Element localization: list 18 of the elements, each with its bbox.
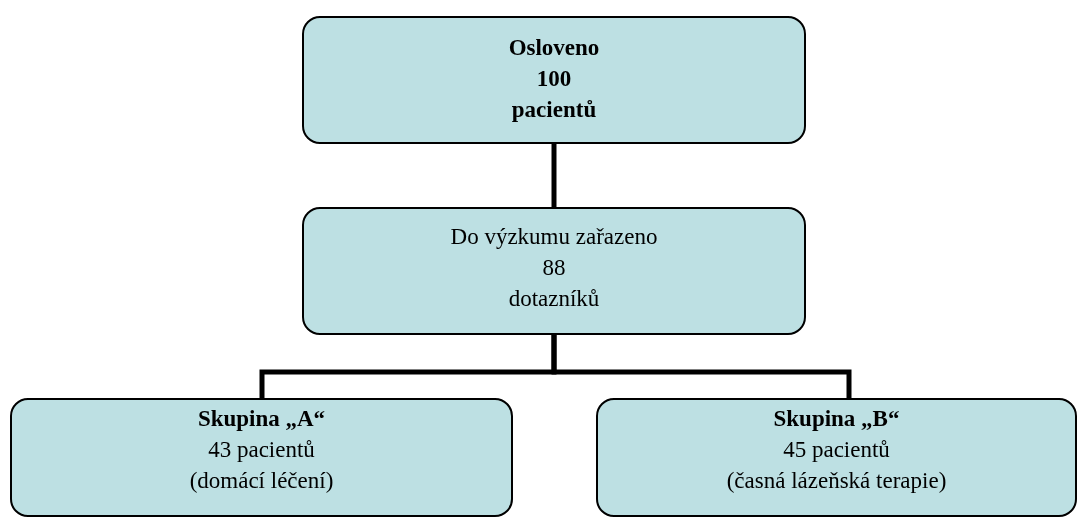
box-text: 45 pacientů (783, 436, 890, 464)
box-heading: 100 (536, 65, 572, 93)
box-heading: Skupina „B“ (773, 405, 900, 433)
box-heading: pacientů (511, 96, 597, 124)
box-heading: Osloveno (508, 34, 600, 62)
box-text: (domácí léčení) (189, 467, 334, 495)
flow-box (302, 207, 806, 335)
flow-box (596, 398, 1077, 517)
flow-box (10, 398, 513, 517)
box-text: (časná lázeňská terapie) (726, 467, 947, 495)
connector-line (551, 335, 852, 398)
box-text: 88 (542, 254, 566, 282)
box-text: 43 pacientů (208, 436, 315, 464)
flow-box (302, 16, 806, 144)
connector-line (551, 144, 557, 207)
box-heading: Skupina „A“ (197, 405, 326, 433)
box-text: Do výzkumu zařazeno (450, 223, 658, 251)
box-text: dotazníků (508, 285, 600, 313)
